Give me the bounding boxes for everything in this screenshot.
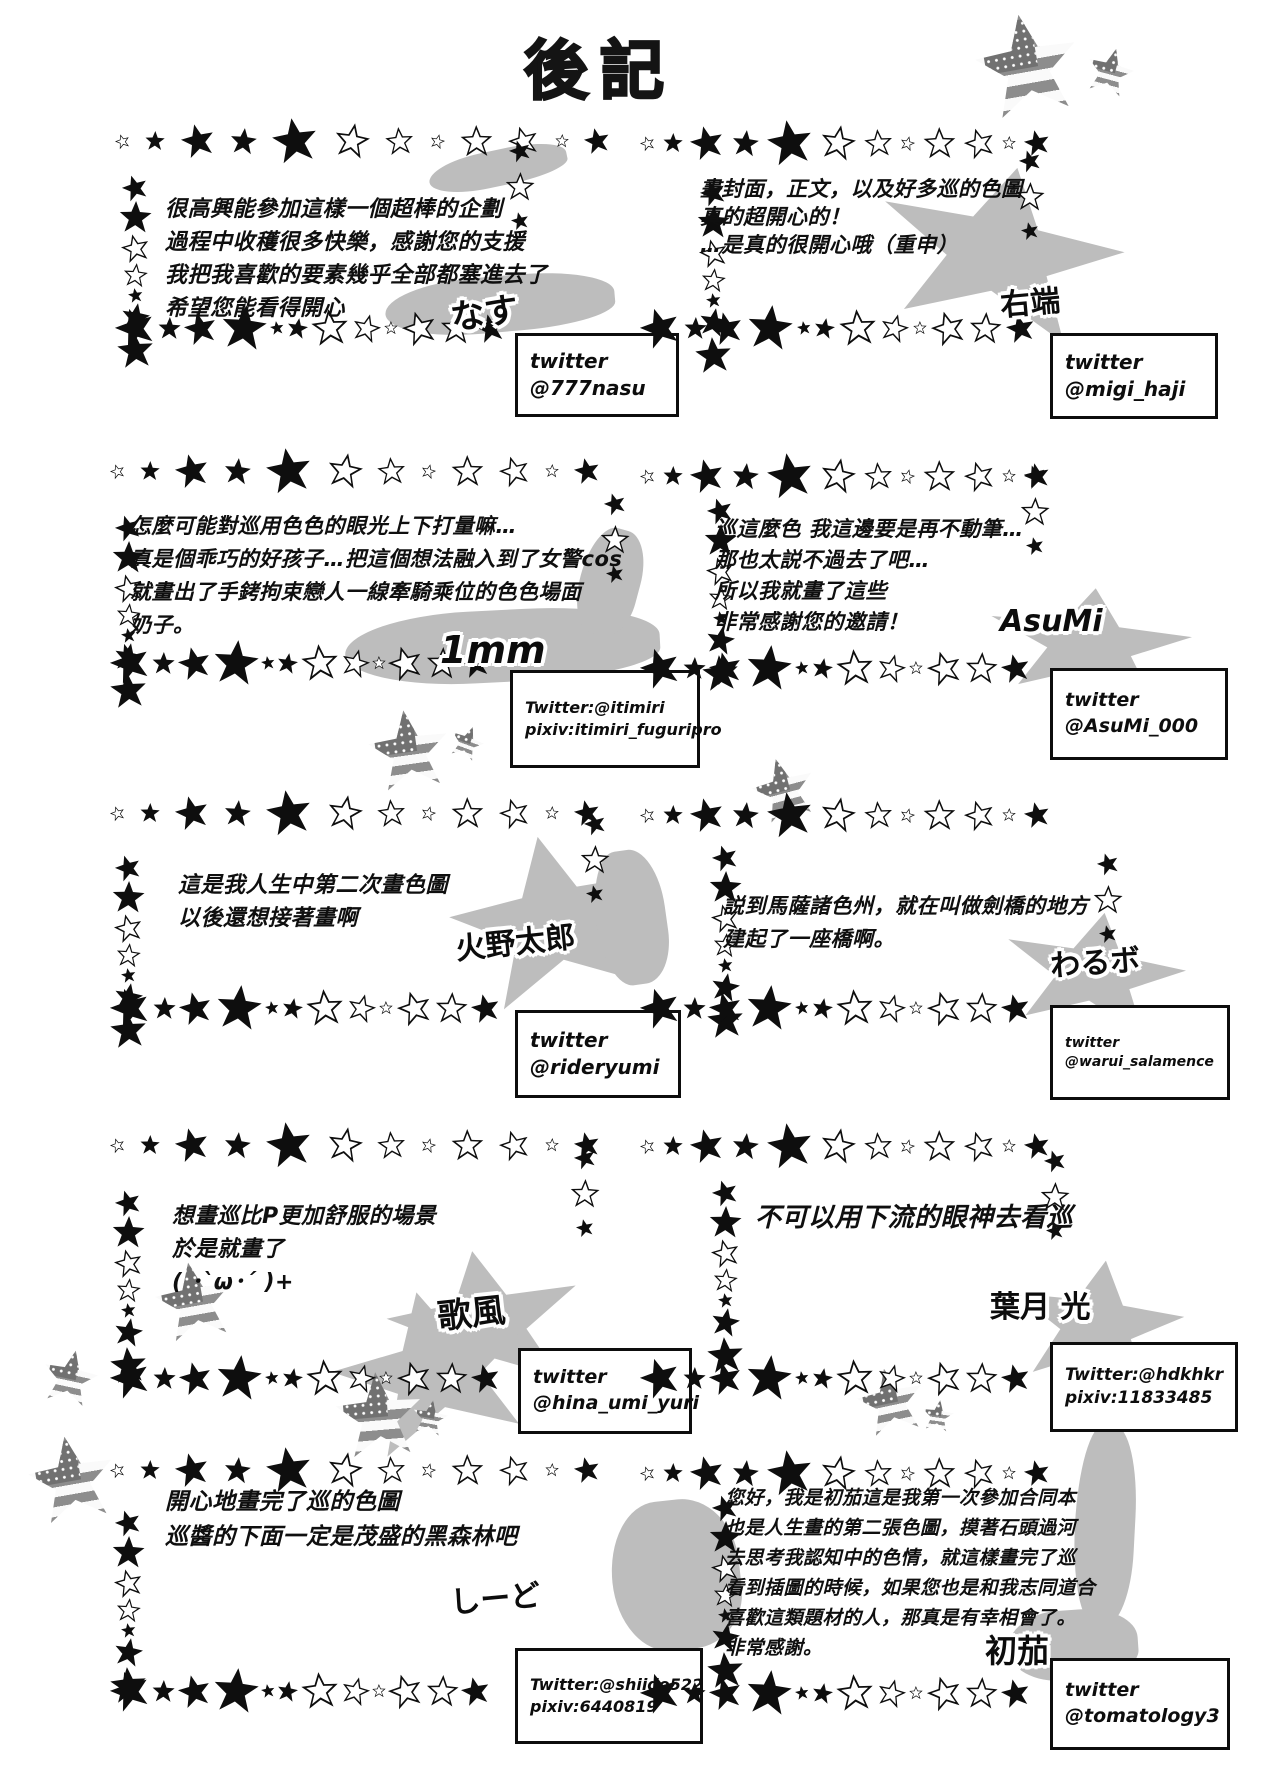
star-border-bottom	[640, 1355, 1030, 1401]
star-border-bottom	[110, 640, 490, 686]
artist-panel-warubo: 説到馬薩諸色州，就在叫做劍橋的地方 建起了一座橋啊。 わるボ twitter @…	[622, 778, 1242, 1108]
twitter-handle-box: twitter @AsuMi_000	[1050, 668, 1228, 760]
artist-comment: 畫封面，正文，以及好多巡的色圖 真的超開心的！ …是真的很開心哦（重申）	[700, 177, 1023, 257]
twitter-handle-box: twitter @hina_umi_yuri	[518, 1348, 699, 1434]
artist-name: 葉月 光	[990, 1290, 1091, 1325]
twitter-handle-box: twitter @tomatology3	[1050, 1658, 1230, 1750]
artist-comment: 巡這麼色 我這邊要是再不動筆… 那也太説不過去了吧… 所以我就畫了這些 非常感謝…	[715, 517, 1024, 634]
artist-name: わるボ	[1049, 942, 1142, 985]
star-border-top	[110, 790, 600, 836]
artist-name: 1mm	[440, 628, 546, 672]
star-border-top	[640, 453, 1050, 499]
star-border-left	[103, 1510, 153, 1630]
artist-panel-utakaze: 想畫巡比P更加舒服的場景 於是就畫了 ( ･`ω･´ )+ 歌風 twitter…	[95, 1108, 699, 1453]
twitter-handle-box: Twitter:@itimiri pixiv:itimiri_fuguripro	[510, 670, 722, 768]
star-border-top	[640, 120, 1050, 166]
artist-comment: 怎麼可能對巡用色色的眼光上下打量嘛… 真是個乖巧的好孩子…把這個想法融入到了女警…	[130, 514, 623, 637]
star-border-bottom	[640, 985, 1030, 1031]
artist-panel-hinotaro: 這是我人生中第二次畫色圖 以後還想接著畫啊 火野太郎 twitter @ride…	[95, 778, 681, 1108]
artist-panel-migihaji: 畫封面，正文，以及好多巡的色圖 真的超開心的！ …是真的很開心哦（重申） 右端 …	[622, 95, 1242, 435]
star-border-left	[103, 855, 153, 985]
artist-name: 右端	[998, 283, 1062, 324]
star-border-top	[110, 448, 600, 494]
artist-name: なす	[448, 289, 521, 339]
star-border-left	[103, 1190, 153, 1320]
artist-panel-shiido: 開心地畫完了巡的色圖 巡醬的下面一定是茂盛的黑森林吧 しーど Twitter:@…	[95, 1440, 703, 1770]
star-border-top	[110, 1122, 600, 1168]
artist-comment: 想畫巡比P更加舒服的場景 於是就畫了 ( ･`ω･´ )+	[172, 1204, 437, 1295]
star-border-right	[570, 813, 620, 903]
star-border-bottom	[110, 1668, 490, 1714]
twitter-handle-box: Twitter:@shiido522 pixiv:6440819	[515, 1648, 703, 1744]
artist-name: AsuMi	[1000, 604, 1103, 639]
star-border-left	[700, 1180, 750, 1305]
star-border-top	[640, 792, 1050, 838]
artist-name: 初茄	[985, 1632, 1050, 1670]
star-border-bottom	[640, 645, 1030, 691]
artist-comment: 您好，我是初茄這是我第一次參加合同本 也是人生畫的第二張色圖，摸著石頭過河 去思…	[725, 1487, 1096, 1659]
twitter-handle-box: twitter @warui_salamence	[1050, 1005, 1230, 1100]
american-flag-star-icon	[1081, 43, 1140, 102]
star-border-bottom	[110, 1355, 500, 1401]
star-border-bottom	[110, 985, 500, 1031]
artist-name: しーど	[448, 1578, 542, 1621]
artist-name: 歌風	[435, 1290, 508, 1338]
artist-panel-nasu: 很高興能參加這樣一個超棒的企劃 過程中收穫很多快樂，感謝您的支援 我把我喜歡的要…	[105, 100, 679, 435]
twitter-handle-box: twitter @migi_haji	[1050, 333, 1218, 419]
artist-panel-asumi: 巡這麼色 我這邊要是再不動筆… 那也太説不過去了吧… 所以我就畫了這些 非常感謝…	[622, 438, 1242, 783]
artist-name: 火野太郎	[453, 919, 577, 968]
star-border-bottom	[640, 305, 1035, 351]
american-flag-star-icon	[37, 1345, 103, 1411]
artist-panel-hatsuka: 您好，我是初茄這是我第一次參加合同本 也是人生畫的第二張色圖，摸著石頭過河 去思…	[622, 1440, 1242, 1770]
artist-comment: 這是我人生中第二次畫色圖 以後還想接著畫啊	[178, 873, 449, 931]
artist-comment: 很高興能參加這樣一個超棒的企劃 過程中收穫很多快樂，感謝您的支援 我把我喜歡的要…	[165, 197, 548, 321]
star-border-top	[640, 1123, 1050, 1169]
artist-panel-hazukihikaru: 不可以用下流的眼神去看巡 葉月 光 Twitter:@hdkhkr pixiv:…	[622, 1108, 1242, 1438]
star-border-right	[560, 1147, 610, 1237]
artist-comment: 開心地畫完了巡的色圖 巡醬的下面一定是茂盛的黑森林吧	[165, 1489, 518, 1550]
twitter-handle-box: Twitter:@hdkhkr pixiv:11833485	[1050, 1342, 1238, 1432]
artist-comment: 説到馬薩諸色州，就在叫做劍橋的地方 建起了一座橋啊。	[723, 894, 1089, 951]
artist-comment: 不可以用下流的眼神去看巡	[755, 1203, 1074, 1233]
twitter-handle-box: twitter @rideryumi	[515, 1010, 681, 1098]
star-border-bottom	[640, 1670, 1030, 1716]
star-border-right	[1083, 853, 1133, 943]
twitter-handle-box: twitter @777nasu	[515, 333, 679, 417]
star-border-left	[110, 175, 160, 305]
page-title: 後記	[523, 34, 676, 111]
artist-panel-1mm: 怎麼可能對巡用色色的眼光上下打量嘛… 真是個乖巧的好孩子…把這個想法融入到了女警…	[95, 438, 722, 783]
